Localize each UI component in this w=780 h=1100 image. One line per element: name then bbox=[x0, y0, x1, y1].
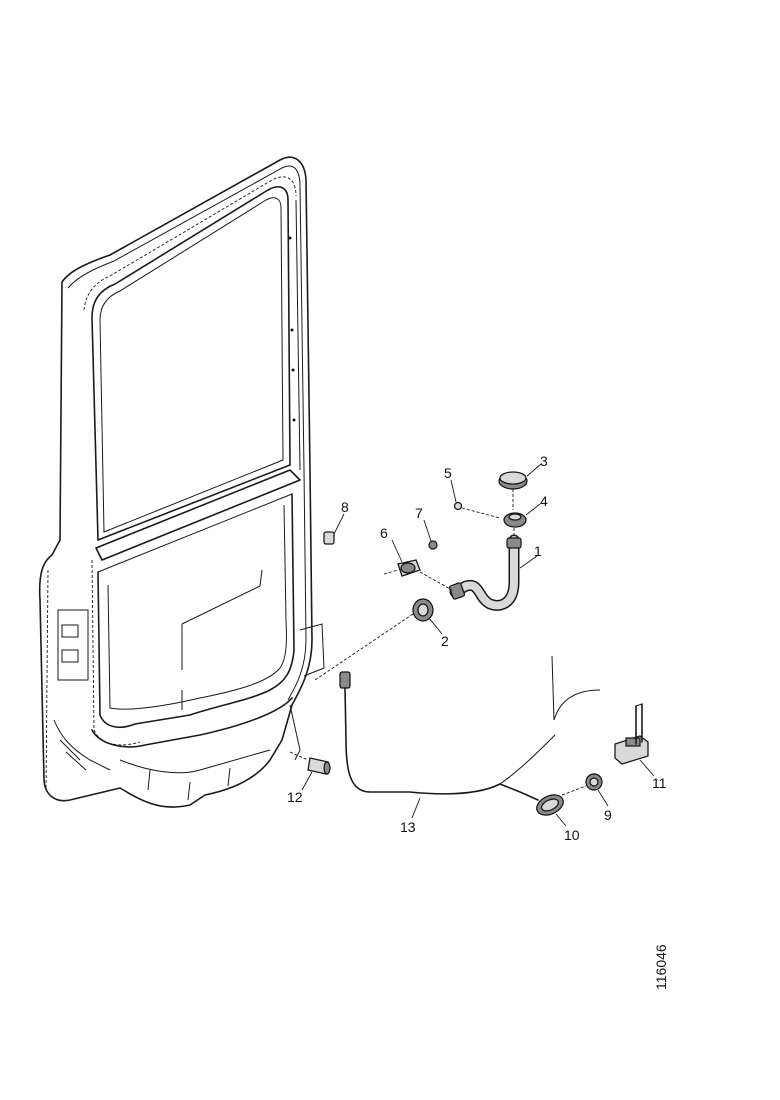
part-10-lens bbox=[536, 794, 567, 827]
callout-9: 9 bbox=[604, 807, 612, 823]
part-8-clip bbox=[323, 513, 345, 545]
callout-labels: 1 2 3 4 5 6 7 8 9 10 11 12 13 bbox=[287, 453, 667, 843]
callout-3: 3 bbox=[540, 453, 548, 469]
part-6-bracket bbox=[383, 539, 453, 591]
part-9-switch bbox=[561, 773, 609, 807]
callout-6: 6 bbox=[380, 525, 388, 541]
part-3-cap bbox=[498, 463, 542, 510]
part-11-striker bbox=[614, 703, 655, 777]
callout-1: 1 bbox=[534, 543, 542, 559]
callout-8: 8 bbox=[341, 499, 349, 515]
part-7-screw bbox=[423, 519, 438, 550]
drawing-number: 116046 bbox=[653, 944, 669, 990]
part-13-cable bbox=[339, 655, 601, 819]
callout-4: 4 bbox=[540, 493, 548, 509]
part-1-filler-pipe bbox=[448, 528, 538, 611]
callout-7: 7 bbox=[415, 505, 423, 521]
door-frame bbox=[38, 156, 325, 808]
callout-2: 2 bbox=[441, 633, 449, 649]
part-2-grommet bbox=[314, 598, 443, 681]
callout-13: 13 bbox=[400, 819, 416, 835]
callout-11: 11 bbox=[652, 775, 667, 791]
part-5-screw bbox=[450, 479, 501, 519]
part-12-plug bbox=[289, 751, 331, 791]
callout-12: 12 bbox=[287, 789, 303, 805]
part-4-grommet bbox=[503, 503, 541, 528]
callout-5: 5 bbox=[444, 465, 452, 481]
callout-10: 10 bbox=[564, 827, 580, 843]
